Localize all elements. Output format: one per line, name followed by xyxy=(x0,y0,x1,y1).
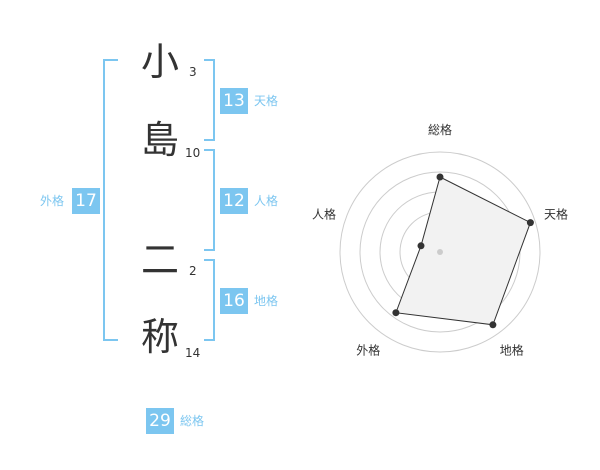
radar-axis-label-1: 総格 xyxy=(428,122,452,137)
radar-point-5 xyxy=(417,242,425,250)
chikaku-bracket xyxy=(204,259,215,341)
tenkaku-label: 天格 xyxy=(254,94,279,108)
name-char-3: 二 xyxy=(140,238,179,282)
radar-axis-label-2: 天格 xyxy=(544,206,568,221)
radar-point-2 xyxy=(526,219,534,227)
stroke-count-1: 3 xyxy=(189,65,197,79)
jinkaku-value: 12 xyxy=(220,188,248,214)
gaikaku-value: 17 xyxy=(72,188,100,214)
tenkaku-bracket xyxy=(204,59,215,141)
radar-axis-label-4: 外格 xyxy=(356,343,380,358)
radar-axis-label-3: 地格 xyxy=(500,343,524,358)
stroke-count-3: 2 xyxy=(189,264,197,278)
chikaku-label: 地格 xyxy=(254,294,279,308)
radar-point-3 xyxy=(489,321,497,329)
radar-axis-label-5: 人格 xyxy=(312,206,336,221)
gaikaku-label: 外格 xyxy=(40,194,65,208)
stroke-count-4: 14 xyxy=(185,346,201,360)
soukaku-label: 総格 xyxy=(180,414,205,428)
gaikaku-bracket xyxy=(103,59,118,341)
radar-ring-5 xyxy=(339,151,541,353)
radar-point-4 xyxy=(392,309,400,317)
soukaku-value: 29 xyxy=(146,408,174,434)
jinkaku-bracket xyxy=(204,149,215,251)
tenkaku-value: 13 xyxy=(220,88,248,114)
name-char-2: 島 xyxy=(140,118,179,162)
jinkaku-label: 人格 xyxy=(254,194,279,208)
name-char-4: 称 xyxy=(140,315,179,359)
name-char-1: 小 xyxy=(140,40,179,84)
radar-point-1 xyxy=(436,173,444,181)
stroke-count-2: 10 xyxy=(185,146,201,160)
radar-center xyxy=(437,249,443,255)
radar-series xyxy=(395,176,532,326)
chikaku-value: 16 xyxy=(220,288,248,314)
